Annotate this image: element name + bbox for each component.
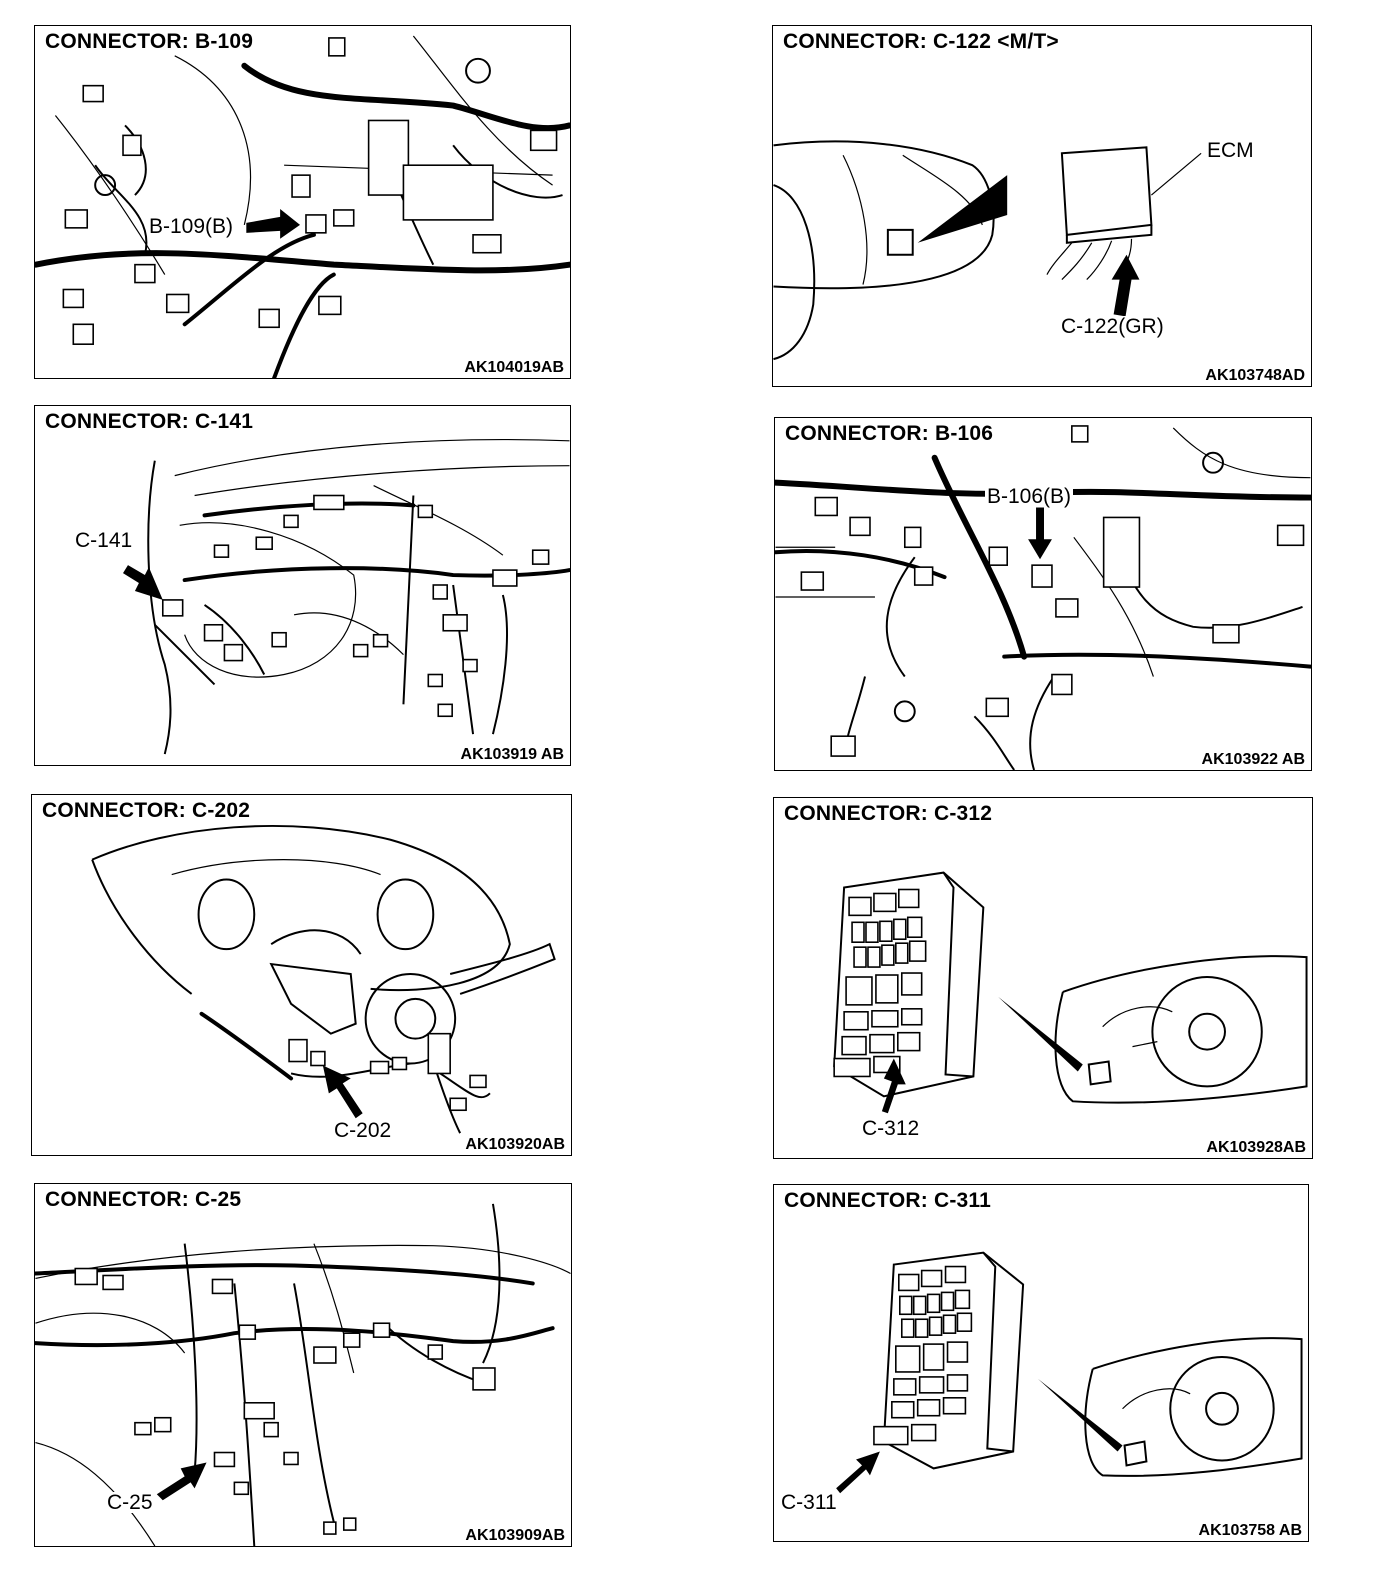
- figure-code: AK103928AB: [1204, 1139, 1308, 1157]
- panel-connector-c312: CONNECTOR: C-312 C-312 AK103928AB: [773, 797, 1313, 1159]
- panel-title: CONNECTOR: C-122 <M/T>: [781, 30, 1063, 54]
- connector-label: B-109(B): [147, 215, 236, 238]
- figure-code: AK103920AB: [463, 1136, 567, 1154]
- figure-code: AK103748AD: [1203, 367, 1307, 385]
- connector-label: C-141: [73, 529, 135, 552]
- junction-block-illustration-c312: [833, 871, 1308, 1114]
- panel-connector-b106: CONNECTOR: B-106 B-106(B) AK103922 AB: [774, 417, 1312, 771]
- junction-block-illustration-c311: [836, 1251, 1303, 1494]
- connector-label: C-312: [860, 1117, 922, 1140]
- figure-code: AK103758 AB: [1196, 1522, 1304, 1540]
- panel-connector-c202: CONNECTOR: C-202 C-202 AK103920AB: [31, 794, 572, 1156]
- panel-title: CONNECTOR: B-106: [783, 422, 998, 446]
- wiring-illustration-b109: [35, 35, 570, 378]
- figure-code: AK103919 AB: [458, 746, 566, 764]
- wiring-illustration-c25: [35, 1203, 571, 1546]
- ecm-label: ECM: [1205, 139, 1256, 162]
- ecm-illustration-c122: [773, 140, 1202, 361]
- panel-title: CONNECTOR: C-25: [43, 1188, 246, 1212]
- panel-title: CONNECTOR: C-311: [782, 1189, 996, 1213]
- panel-connector-c122: CONNECTOR: C-122 <M/T> ECM C-122(GR) AK1…: [772, 25, 1312, 387]
- figure-code: AK103909AB: [463, 1527, 567, 1545]
- connector-label: C-122(GR): [1059, 315, 1166, 338]
- panel-connector-b109: CONNECTOR: B-109 B-109(B) AK104019AB: [34, 25, 571, 379]
- panel-title: CONNECTOR: B-109: [43, 30, 258, 54]
- panel-title: CONNECTOR: C-141: [43, 410, 258, 434]
- connector-label: C-202: [332, 1119, 394, 1142]
- wiring-illustration-b106: [775, 425, 1311, 770]
- connector-label: B-106(B): [985, 485, 1074, 508]
- figure-code: AK104019AB: [462, 359, 566, 377]
- steering-column-illustration-c202: [91, 824, 556, 1134]
- panel-connector-c311: CONNECTOR: C-311 C-311 AK103758 AB: [773, 1184, 1309, 1542]
- panel-connector-c141: CONNECTOR: C-141 C-141 AK103919 AB: [34, 405, 571, 766]
- figure-code: AK103922 AB: [1199, 751, 1307, 769]
- connector-label: C-311: [779, 1491, 839, 1514]
- wiring-illustration-c141: [123, 438, 570, 755]
- panel-title: CONNECTOR: C-312: [782, 802, 997, 826]
- connector-label: C-25: [105, 1491, 155, 1514]
- panel-title: CONNECTOR: C-202: [40, 799, 255, 823]
- panel-connector-c25: CONNECTOR: C-25 C-25 AK103909AB: [34, 1183, 572, 1547]
